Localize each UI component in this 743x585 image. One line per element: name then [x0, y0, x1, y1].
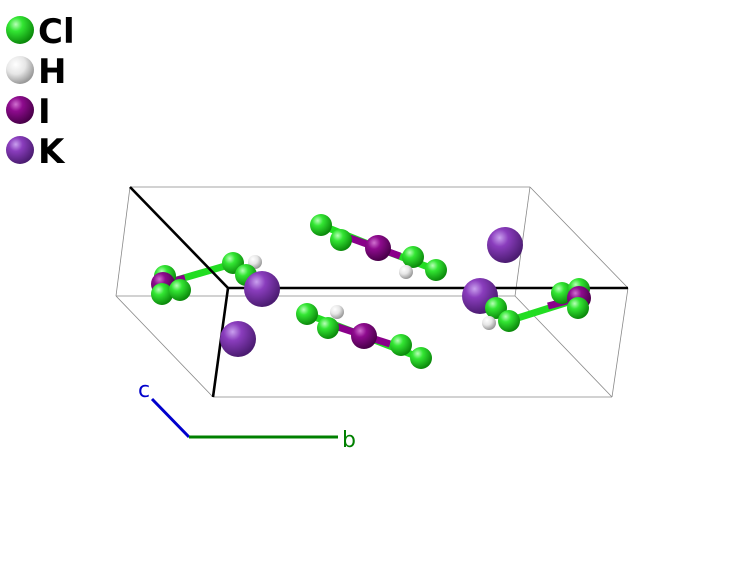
legend-label-k: K [38, 132, 66, 172]
cl-atom [151, 283, 173, 305]
molecule-top-center [310, 214, 447, 281]
legend-item-i: I [6, 92, 51, 132]
k-atom [220, 321, 256, 357]
cl-atom [310, 214, 332, 236]
b-axis-label: b [342, 428, 356, 453]
molecule-center [296, 303, 432, 369]
molecule-right [462, 278, 591, 332]
legend-label-cl: Cl [38, 12, 75, 52]
k-atom [487, 227, 523, 263]
h-atom [482, 316, 496, 330]
legend-label-i: I [38, 92, 51, 132]
c-axis-line [150, 397, 191, 439]
cl-atom [567, 297, 589, 319]
cl-atom [169, 279, 191, 301]
k-atom-swatch [6, 136, 34, 164]
i-atom [351, 323, 377, 349]
h-atom [399, 265, 413, 279]
h-atom [330, 305, 344, 319]
cl-atom [390, 334, 412, 356]
legend-item-k: K [6, 132, 66, 172]
cl-atom [317, 317, 339, 339]
cl-atom [296, 303, 318, 325]
molecule-left [151, 252, 262, 305]
i-atom [365, 235, 391, 261]
c-axis-label: c [138, 378, 150, 403]
legend-label-h: H [38, 52, 66, 92]
cl-atom [425, 259, 447, 281]
i-atom-swatch [6, 96, 34, 124]
legend-item-cl: Cl [6, 12, 75, 52]
h-atom-swatch [6, 56, 34, 84]
cl-atom [330, 229, 352, 251]
cl-atom [402, 246, 424, 268]
cl-atom [410, 347, 432, 369]
k-atom [244, 271, 280, 307]
cl-atom-swatch [6, 16, 34, 44]
legend-item-h: H [6, 52, 66, 92]
legend: Cl H I K [6, 12, 75, 172]
cl-atom [498, 310, 520, 332]
orientation-axes: c b [138, 378, 356, 453]
